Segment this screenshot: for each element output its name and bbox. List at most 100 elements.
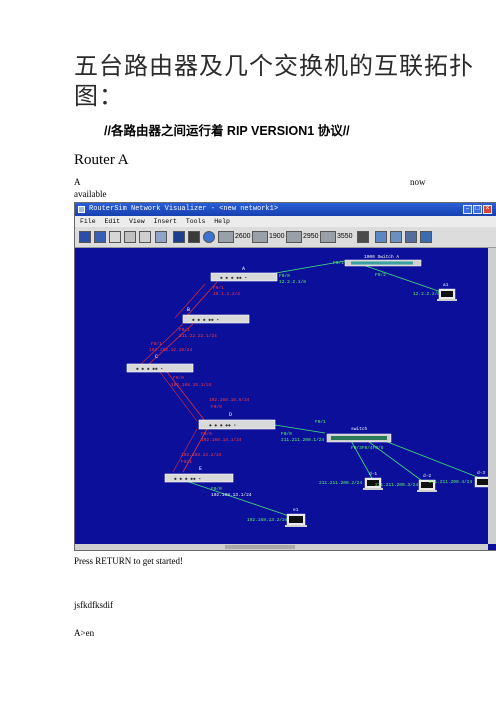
host-d1-ip: 211.211.200.2/24: [319, 480, 363, 486]
router-a-ip-left: 19.1.1.2/4: [213, 291, 240, 297]
link-switch-a1: [362, 264, 448, 295]
hub-icon[interactable]: [420, 231, 432, 243]
router-d-ip-right: 211.211.200.1/24: [281, 437, 325, 443]
switch-1900-icon[interactable]: [252, 231, 268, 243]
network-icon[interactable]: [390, 231, 402, 243]
caption-next: available: [74, 189, 107, 199]
host-e1[interactable]: [285, 513, 307, 527]
link-a-b: [184, 281, 218, 319]
menu-help[interactable]: Help: [214, 218, 230, 225]
router-a-port-left: F0/1: [213, 285, 224, 291]
section-heading: Router A: [74, 152, 129, 168]
switch-2950-name: switch: [351, 426, 368, 432]
router-e-ip-lower: 192.168.13.1/24: [211, 492, 252, 498]
host-e1-name: e1: [293, 507, 299, 513]
link-c-d: [166, 371, 206, 422]
router-d-port-upper: F0/0: [211, 404, 222, 410]
host-d3-ip: 211.211.200.4/24: [429, 479, 473, 485]
menu-edit[interactable]: Edit: [104, 218, 121, 225]
host-a1-ip: 12.2.2.2/8: [413, 291, 440, 297]
router-d-port-lower: F0/0: [201, 431, 212, 437]
caption-right: now: [410, 177, 426, 187]
switch-1900-a-port1: F0/1: [333, 260, 344, 266]
switch-2950-port1: F0/1: [315, 419, 326, 425]
device-icon[interactable]: [188, 231, 200, 243]
menu-bar: File Edit View Insert Tools Help: [75, 216, 496, 227]
router-e[interactable]: ◆ ◆ ◆ ◆◆ ▪: [164, 473, 234, 483]
router-c[interactable]: ◆ ◆ ◆ ◆◆ ▪: [126, 363, 194, 373]
host-d2-ip: 211.211.200.3/24: [375, 482, 419, 488]
horizontal-scrollbar[interactable]: [75, 544, 488, 550]
host-d2[interactable]: [417, 479, 437, 492]
document-title: 五台路由器及几个交换机的互联拓扑图：: [74, 54, 474, 110]
network-icon[interactable]: [375, 231, 387, 243]
router-e-name: E: [199, 466, 202, 472]
console-line-1: Press RETURN to get started!: [74, 556, 183, 566]
router-2600-label: 2600: [235, 233, 251, 240]
link-d-e: [182, 428, 208, 473]
switch-1900-label: 1900: [269, 233, 285, 240]
console-line-2: jsfkdfksdif: [74, 600, 113, 610]
document-icon[interactable]: [155, 231, 167, 243]
router-b[interactable]: ◆ ◆ ◆ ◆◆ ▪: [182, 314, 250, 324]
host-d2-name: d-2: [423, 473, 431, 479]
svg-text:◆ ◆ ◆ ◆◆ ▪: ◆ ◆ ◆ ◆◆ ▪: [220, 276, 247, 281]
switch-3550-icon[interactable]: [320, 231, 336, 243]
device-icon[interactable]: [173, 231, 185, 243]
router-c-ip1: 192.168.12.16/24: [149, 347, 193, 353]
router-icon[interactable]: [139, 231, 151, 243]
switch-2950-icon[interactable]: [286, 231, 302, 243]
router-c-ip2: 192.168.15.1/24: [171, 382, 212, 388]
minimize-button[interactable]: –: [463, 205, 472, 214]
printer-icon[interactable]: [124, 231, 136, 243]
menu-tools[interactable]: Tools: [185, 218, 206, 225]
router-e-ip-upper: 192.168.14.2/24: [181, 452, 222, 458]
switch-2950[interactable]: [326, 433, 392, 443]
switch-1900-a[interactable]: [344, 259, 422, 267]
monitor-icon[interactable]: [79, 231, 91, 243]
caption-left: A: [74, 177, 81, 187]
router-2600-icon[interactable]: [218, 231, 234, 243]
router-e-port-lower: F0/0: [211, 486, 222, 492]
link-switch-d1: [349, 438, 374, 481]
horizontal-scroll-thumb[interactable]: [225, 545, 295, 549]
link-switch-d2: [364, 438, 426, 484]
router-b-port: F0/1: [179, 327, 190, 333]
window-title: RouterSim Network Visualizer - <new netw…: [89, 205, 279, 213]
monitor-icon[interactable]: [94, 231, 106, 243]
link-e-e1: [182, 479, 296, 519]
host-e1-ip: 192.168.13.2/24: [247, 517, 288, 523]
network-icon[interactable]: [405, 231, 417, 243]
globe-icon[interactable]: [203, 231, 215, 243]
close-button[interactable]: ×: [483, 205, 492, 214]
toolbar: 2600 1900 2950 3550: [75, 227, 496, 248]
new-file-icon[interactable]: [109, 231, 121, 243]
vertical-scrollbar[interactable]: [488, 248, 496, 544]
menu-file[interactable]: File: [80, 218, 96, 225]
host-a1-name: a1: [443, 282, 449, 288]
switch-1900-a-name: 1900 Switch A: [364, 254, 399, 260]
router-a[interactable]: ◆ ◆ ◆ ◆◆ ▪: [210, 272, 278, 282]
link-d-switch: [274, 424, 326, 434]
cable-icon[interactable]: [357, 231, 369, 243]
host-d1[interactable]: [363, 477, 383, 490]
window-titlebar: RouterSim Network Visualizer - <new netw…: [75, 203, 496, 216]
menu-view[interactable]: View: [129, 218, 145, 225]
link-b-c: [148, 323, 194, 365]
router-a-ip-right: 12.2.2.1/8: [279, 279, 306, 285]
host-d3[interactable]: [474, 476, 488, 488]
host-a1[interactable]: [437, 288, 457, 301]
router-d-name: D: [229, 412, 232, 418]
console-line-3: A>en: [74, 628, 95, 638]
switch-1900-a-port2: F0/2: [375, 272, 386, 278]
svg-text:◆ ◆ ◆ ◆◆ ▪: ◆ ◆ ◆ ◆◆ ▪: [209, 424, 236, 429]
router-c-port1: F0/1: [151, 341, 162, 347]
switch-2950-ports: F0/3F0/4F0/5: [351, 445, 384, 451]
router-a-port-right: F0/0: [279, 273, 290, 279]
link-d-e: [172, 428, 198, 473]
router-d[interactable]: ◆ ◆ ◆ ◆◆ ▪: [198, 419, 276, 430]
menu-insert[interactable]: Insert: [153, 218, 177, 225]
maximize-button[interactable]: □: [473, 205, 482, 214]
router-e-port-upper: F0/1: [181, 459, 192, 465]
link-a-b: [174, 283, 206, 319]
